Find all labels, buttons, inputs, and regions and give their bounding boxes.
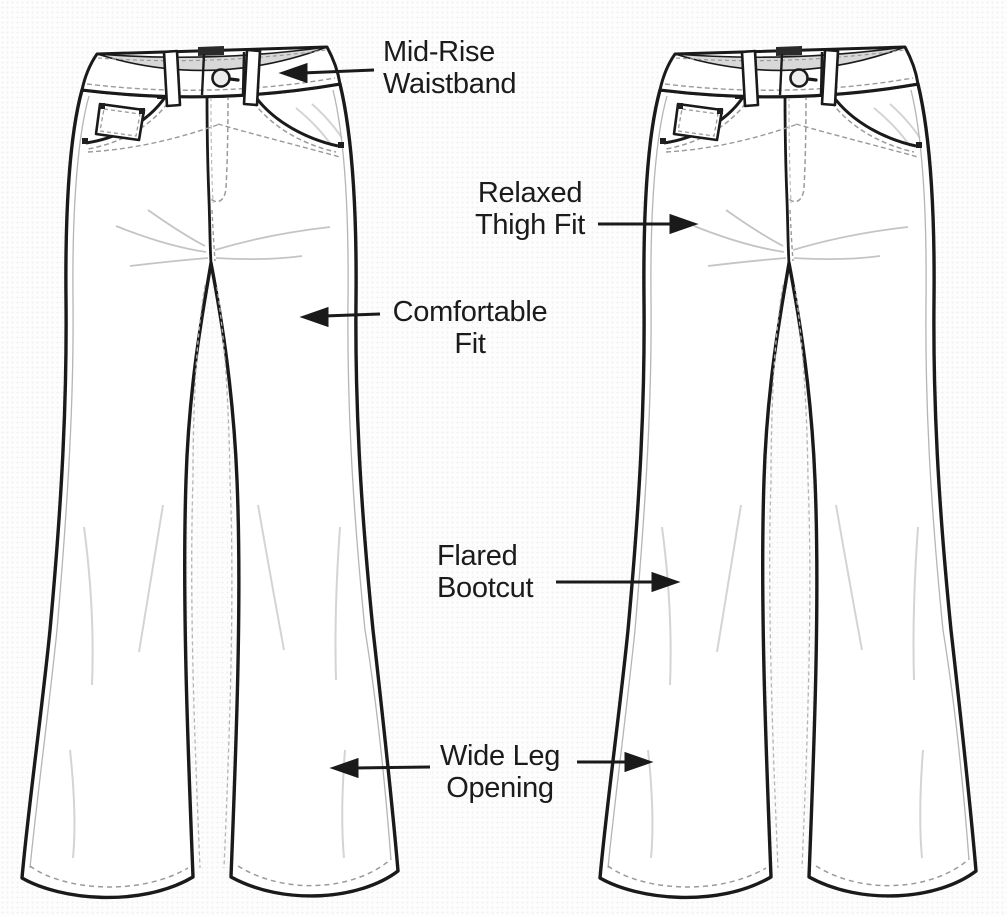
callout-mid-rise-waistband: Mid-Rise Waistband [383,36,517,101]
callout-comfortable-fit: Comfortable Fit [392,296,548,361]
callout-wide-leg-opening: Wide Leg Opening [439,740,561,805]
arrow-comfortable-fit [299,306,381,328]
arrow-relaxed-thigh-fit [598,213,699,235]
callout-flared-bootcut: Flared Bootcut [437,540,534,605]
arrow-wide-leg-opening-left [329,757,431,779]
jeans-front-view-right [598,44,978,900]
annotation-arrows [278,62,699,779]
callout-relaxed-thigh-fit: Relaxed Thigh Fit [474,177,586,242]
arrow-mid-rise-waistband [278,62,375,84]
arrow-wide-leg-opening-right [577,751,654,773]
arrow-flared-bootcut [556,571,681,593]
